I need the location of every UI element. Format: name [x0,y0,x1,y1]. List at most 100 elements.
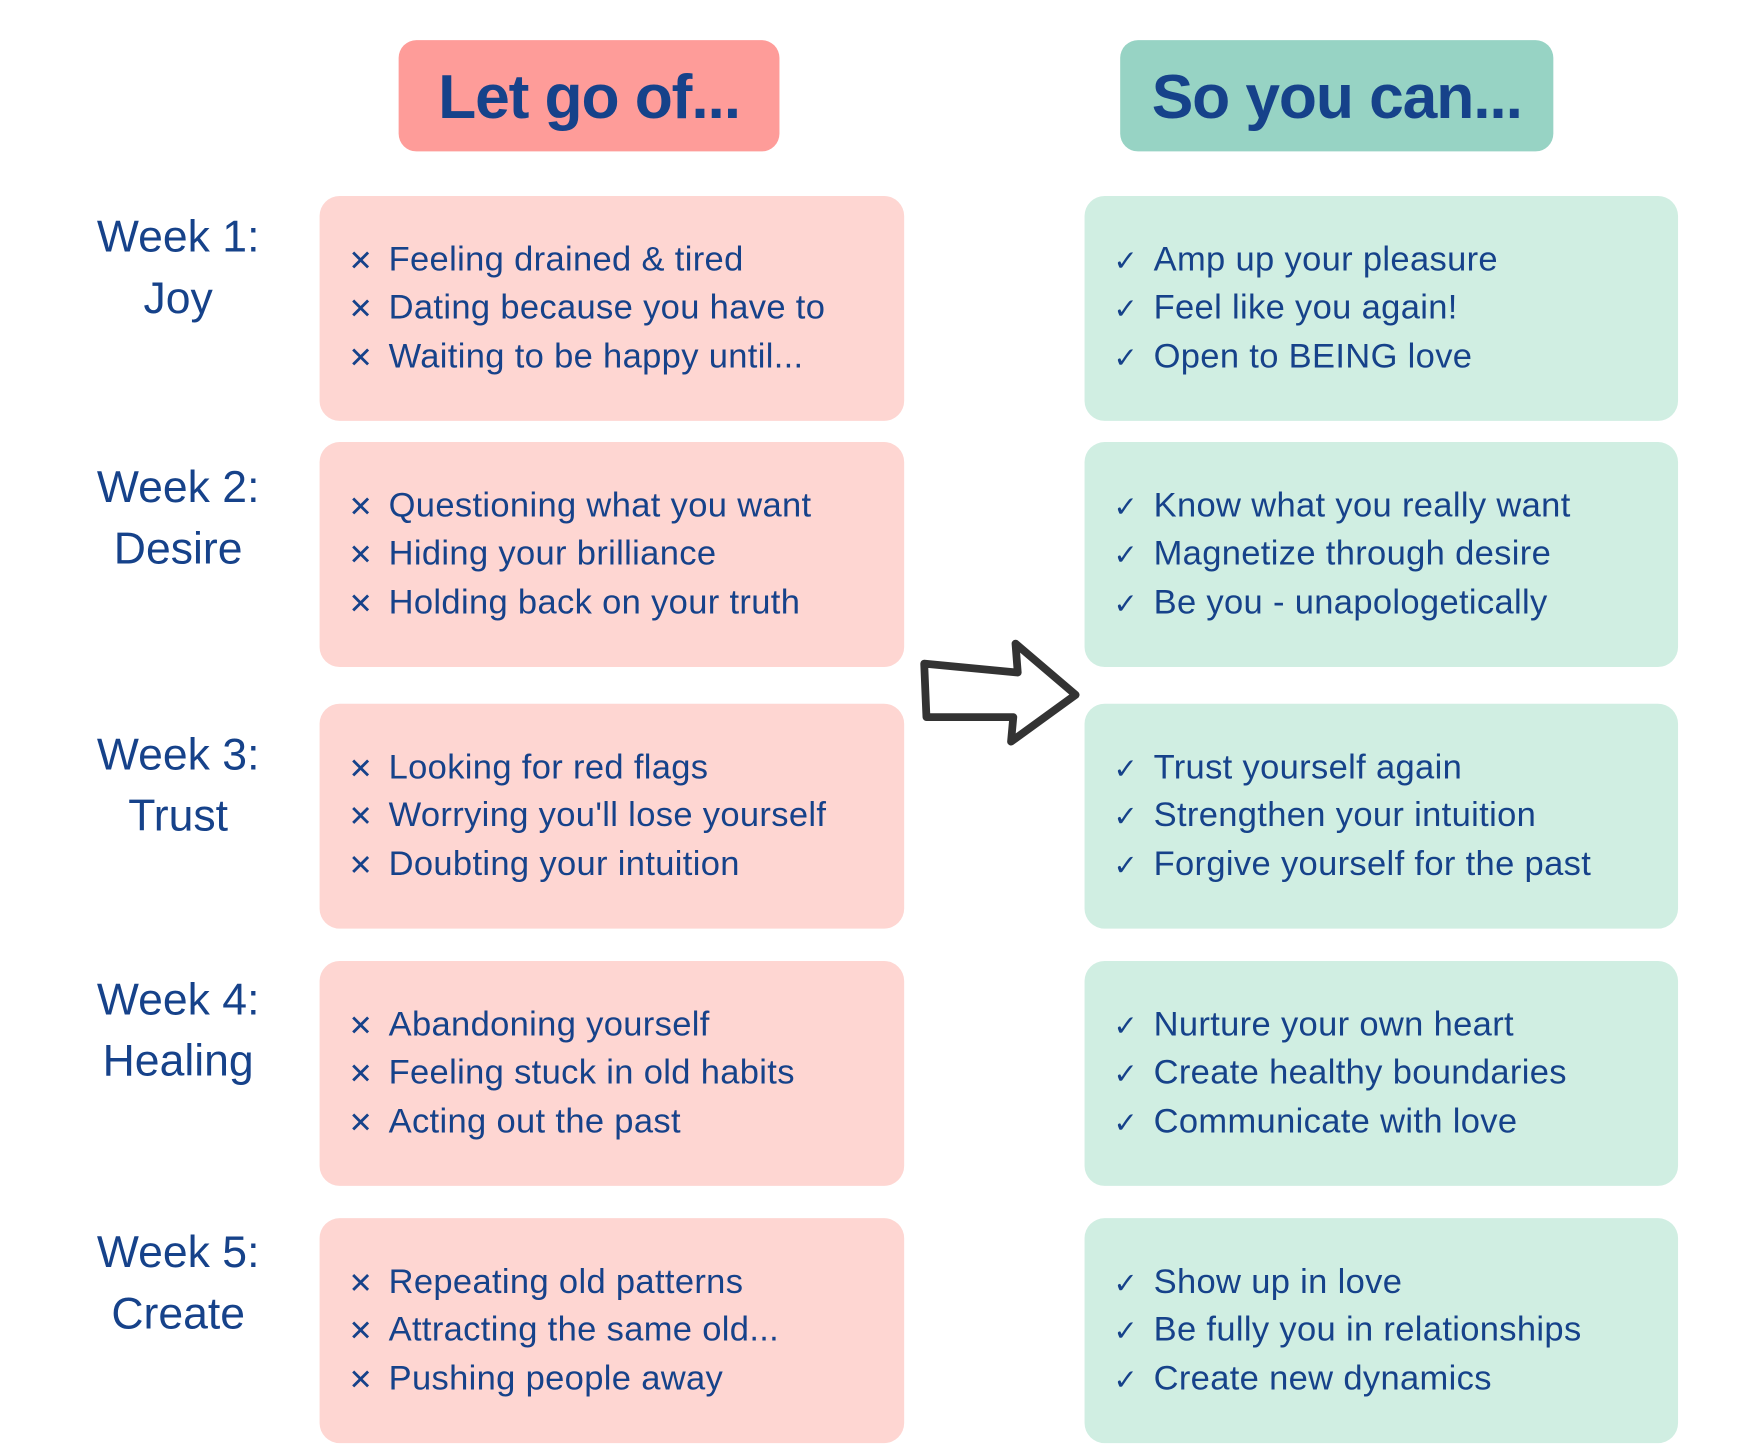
week-number: Week 2: [96,463,260,513]
let-go-item: ✕ Dating because you have to [349,284,905,332]
x-mark-icon: ✕ [348,586,374,620]
let-go-item: ✕Doubting your intuition [349,840,905,888]
let-go-item: ✕Waiting to be happy until... [349,333,905,381]
let-go-item: ✕ Looking for red flags [349,744,905,792]
week-label: Week 3: Trust [67,725,290,847]
checkmark-icon: ✓ [1113,1008,1139,1042]
let-go-item-text: Feeling stuck in old habits [388,1052,795,1092]
so-you-can-item-text: Show up in love [1153,1261,1403,1301]
let-go-item-text: Questioning what you want [388,485,812,525]
so-you-can-item-text: Be fully you in relationships [1153,1309,1582,1349]
let-go-item-text: Worrying you'll lose yourself [388,795,827,835]
checkmark-icon: ✓ [1113,848,1139,882]
let-go-item: ✕ Hiding your brilliance [349,530,905,578]
let-go-header: Let go of... [398,40,780,152]
let-go-item-text: Hiding your brilliance [388,533,717,573]
so-you-can-item-text: Be you - unapologetically [1153,582,1548,622]
let-go-item: ✕ Questioning what you want [349,482,905,530]
so-you-can-item: ✓Trust yourself again [1114,744,1679,792]
x-mark-icon: ✕ [348,1008,374,1042]
so-you-can-item: ✓Know what you really want [1114,482,1679,530]
let-go-item: ✕Feeling drained & tired [349,236,905,284]
week-theme: Healing [102,1036,254,1086]
x-mark-icon: ✕ [348,538,374,572]
x-mark-icon: ✕ [348,751,374,785]
checkmark-icon: ✓ [1113,340,1139,374]
let-go-item: ✕Feeling stuck in old habits [349,1049,905,1097]
so-you-can-box: ✓ Show up in love ✓ Be fully you in relatio… [1084,1218,1679,1444]
x-mark-icon: ✕ [348,292,374,326]
week-label: Week 5: Create [67,1223,290,1345]
checkmark-icon: ✓ [1113,1056,1139,1091]
checkmark-icon: ✓ [1113,1265,1139,1300]
x-mark-icon: ✕ [348,1105,374,1139]
so-you-can-item-text: Strengthen your intuition [1153,795,1537,835]
so-you-can-item: ✓ Strengthen your intuition [1114,792,1679,840]
so-you-can-item: ✓ Be you - unapologetically [1114,579,1679,627]
so-you-can-box: ✓Know what you really want✓Magnetize thr… [1084,442,1679,667]
so-you-can-item-text: Create healthy boundaries [1153,1052,1567,1092]
week-number: Week 1: [96,212,260,262]
week-label: Week 1: Joy [67,207,290,329]
so-you-can-item: ✓ Nurture your own heart [1114,1001,1679,1049]
so-you-can-header-text: So you can... [1151,60,1523,131]
let-go-item-text: Dating because you have to [388,287,826,327]
let-go-item-text: Repeating old patterns [388,1261,744,1301]
checkmark-icon: ✓ [1113,799,1139,834]
checkmark-icon: ✓ [1113,586,1139,620]
so-you-can-box: ✓Trust yourself again✓Strengthen your in… [1084,703,1679,929]
so-you-can-item-text: Forgive yourself for the past [1153,843,1592,883]
arrow-right-icon [920,639,1080,746]
checkmark-icon: ✓ [1113,538,1139,572]
x-mark-icon: ✕ [348,1362,374,1397]
week-number: Week 3: [96,730,260,780]
let-go-box: ✕Abandoning yourself✕Feeling stuck in ol… [319,960,905,1186]
let-go-item-text: Attracting the same old... [388,1309,780,1349]
week-theme: Create [111,1289,246,1339]
week-theme: Joy [143,273,213,323]
so-you-can-item-text: Open to BEING love [1153,335,1473,375]
so-you-can-item: ✓Amp up your pleasure [1114,236,1679,284]
week-theme: Trust [128,791,229,841]
so-you-can-item-text: Know what you really want [1153,485,1571,525]
so-you-can-header: So you can... [1120,40,1554,152]
so-you-can-item: ✓Communicate with love [1114,1098,1679,1146]
so-you-can-item: ✓ Feel like you again! [1114,284,1679,332]
so-you-can-item: ✓ Forgive yourself for the past [1114,840,1679,888]
week-number: Week 4: [96,975,260,1025]
so-you-can-item: ✓ Magnetize through desire [1114,530,1679,578]
let-go-box: ✕Feeling drained & tired✕Dating because … [319,195,905,421]
let-go-item: ✕ Acting out the past [349,1098,905,1146]
checkmark-icon: ✓ [1113,292,1139,326]
so-you-can-item: ✓ Show up in love [1114,1258,1679,1306]
checkmark-icon: ✓ [1113,1105,1139,1139]
so-you-can-item: ✓ Open to BEING love [1114,333,1679,381]
x-mark-icon: ✕ [348,489,374,524]
week-label: Week 2: Desire [67,458,290,580]
so-you-can-item: ✓Create new dynamics [1114,1355,1679,1403]
let-go-header-text: Let go of... [438,60,741,131]
let-go-item-text: Pushing people away [388,1358,724,1398]
checkmark-icon: ✓ [1113,1314,1139,1348]
let-go-item: ✕ Worrying you'll lose yourself [349,792,905,840]
x-mark-icon: ✕ [348,799,374,834]
so-you-can-item-text: Feel like you again! [1153,287,1458,327]
let-go-item-text: Acting out the past [388,1100,681,1140]
let-go-item: ✕ Repeating old patterns [349,1258,905,1306]
so-you-can-item: ✓ Be fully you in relationships [1114,1306,1679,1354]
x-mark-icon: ✕ [348,243,374,277]
let-go-item: ✕Attracting the same old... [349,1306,905,1354]
checkmark-icon: ✓ [1113,1362,1139,1397]
let-go-box: ✕Repeating old patterns✕Attracting the s… [319,1218,905,1444]
let-go-item-text: Looking for red flags [388,746,709,786]
so-you-can-item-text: Magnetize through desire [1153,533,1552,573]
let-go-item-text: Abandoning yourself [388,1004,710,1044]
week-number: Week 5: [96,1228,260,1278]
let-go-box: ✕ Questioning what you want ✕ Hiding your b… [319,442,905,667]
x-mark-icon: ✕ [348,1265,374,1300]
let-go-item-text: Doubting your intuition [388,843,740,883]
week-label: Week 4: Healing [67,970,290,1092]
so-you-can-item-text: Nurture your own heart [1153,1004,1514,1044]
checkmark-icon: ✓ [1113,751,1139,785]
checkmark-icon: ✓ [1113,243,1139,277]
